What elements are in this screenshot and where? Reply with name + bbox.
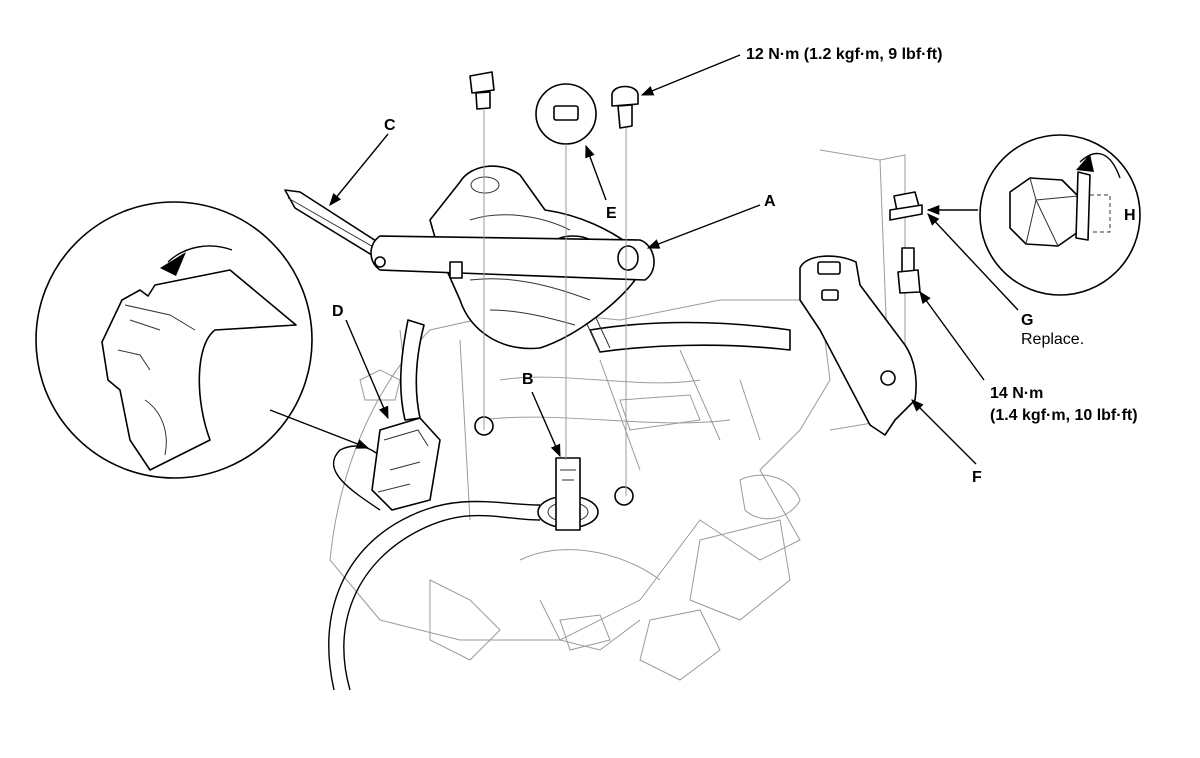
torque-spec-a: 12 N·m (1.2 kgf·m, 9 lbf·ft) bbox=[746, 46, 942, 63]
bracket-f bbox=[799, 255, 917, 436]
lock-bolt-g bbox=[889, 191, 923, 294]
cap-e bbox=[535, 83, 597, 460]
leader-torque-a bbox=[640, 54, 741, 96]
bolt-a-left bbox=[469, 71, 495, 430]
hose bbox=[399, 317, 791, 421]
label-f: F bbox=[972, 469, 982, 486]
leader-e bbox=[585, 144, 607, 201]
leader-f bbox=[911, 399, 977, 465]
leader-d bbox=[345, 319, 389, 420]
label-c: C bbox=[384, 117, 396, 134]
transmission-housing bbox=[329, 149, 906, 681]
label-g: G bbox=[1021, 312, 1033, 329]
detail-leader-connector bbox=[269, 409, 370, 449]
wire-harness bbox=[328, 445, 541, 691]
torque-spec-g-line2: (1.4 kgf·m, 10 lbf·ft) bbox=[990, 407, 1138, 424]
label-e: E bbox=[606, 205, 617, 222]
control-shaft-b bbox=[474, 416, 634, 531]
detail-circle-connector bbox=[35, 201, 313, 479]
label-d: D bbox=[332, 303, 344, 320]
replace-note-g: Replace. bbox=[1021, 331, 1084, 348]
label-b: B bbox=[522, 371, 534, 388]
detail-circle-bolt bbox=[979, 134, 1141, 296]
leader-b bbox=[531, 391, 561, 458]
leader-torque-g bbox=[919, 290, 985, 381]
bolt-a-right bbox=[611, 85, 639, 496]
label-a: A bbox=[764, 193, 776, 210]
tool-c bbox=[284, 189, 655, 281]
leader-c bbox=[329, 133, 389, 206]
leader-g bbox=[927, 213, 1019, 311]
connector-d bbox=[371, 417, 441, 511]
leader-a bbox=[646, 204, 761, 249]
label-h: H bbox=[1124, 207, 1136, 224]
torque-spec-g-line1: 14 N·m bbox=[990, 385, 1043, 402]
